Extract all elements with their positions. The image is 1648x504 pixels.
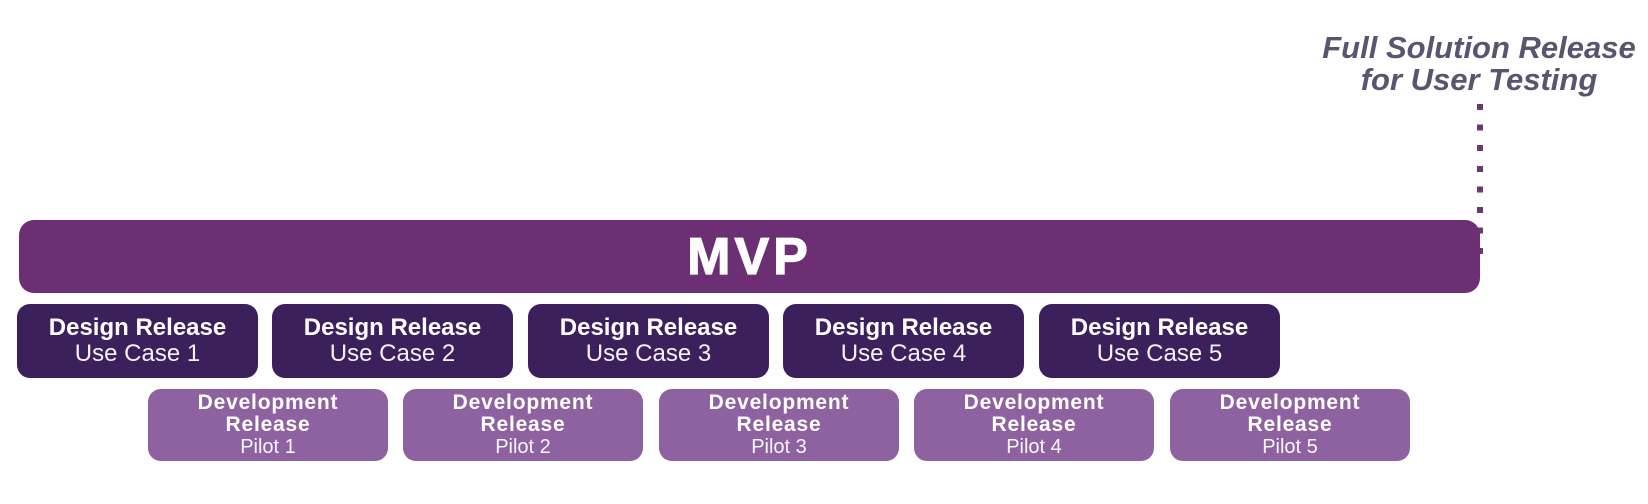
design-release-subtitle: Use Case 2 bbox=[329, 340, 456, 367]
development-release-title-line1: Development bbox=[708, 390, 850, 414]
annotation-line-2: for User Testing bbox=[1360, 62, 1598, 97]
full-solution-release-annotation: Full Solution Release for User Testing bbox=[1229, 32, 1648, 96]
design-release-subtitle: Use Case 4 bbox=[840, 340, 967, 367]
design-release-title: Design Release bbox=[814, 314, 993, 341]
release-milestone-dotted-line bbox=[1477, 104, 1483, 262]
design-release-subtitle: Use Case 5 bbox=[1096, 340, 1223, 367]
design-release-box-1: Design Release Use Case 1 bbox=[17, 304, 258, 378]
development-release-subtitle: Pilot 3 bbox=[751, 435, 807, 458]
development-release-box-3: Development Release Pilot 3 bbox=[659, 389, 899, 461]
design-release-title: Design Release bbox=[303, 314, 482, 341]
development-release-box-4: Development Release Pilot 4 bbox=[914, 389, 1154, 461]
design-release-title: Design Release bbox=[1070, 314, 1249, 341]
development-release-title-line1: Development bbox=[963, 390, 1105, 414]
development-release-title-line1: Development bbox=[197, 390, 339, 414]
design-release-title: Design Release bbox=[559, 314, 738, 341]
development-release-title-line2: Release bbox=[480, 412, 566, 436]
development-release-subtitle: Pilot 1 bbox=[240, 435, 296, 458]
design-release-box-4: Design Release Use Case 4 bbox=[783, 304, 1024, 378]
development-release-subtitle: Pilot 4 bbox=[1006, 435, 1062, 458]
design-release-box-5: Design Release Use Case 5 bbox=[1039, 304, 1280, 378]
design-release-subtitle: Use Case 1 bbox=[74, 340, 201, 367]
mvp-label: MVP bbox=[687, 227, 812, 286]
design-release-subtitle: Use Case 3 bbox=[585, 340, 712, 367]
design-release-box-3: Design Release Use Case 3 bbox=[528, 304, 769, 378]
development-release-title-line2: Release bbox=[991, 412, 1077, 436]
development-release-subtitle: Pilot 5 bbox=[1262, 435, 1318, 458]
development-release-box-2: Development Release Pilot 2 bbox=[403, 389, 643, 461]
mvp-bar: MVP bbox=[19, 220, 1480, 293]
development-release-title-line2: Release bbox=[736, 412, 822, 436]
design-release-box-2: Design Release Use Case 2 bbox=[272, 304, 513, 378]
development-release-title-line2: Release bbox=[1247, 412, 1333, 436]
development-release-box-5: Development Release Pilot 5 bbox=[1170, 389, 1410, 461]
annotation-line-1: Full Solution Release bbox=[1322, 30, 1636, 65]
development-release-title-line1: Development bbox=[452, 390, 594, 414]
development-release-subtitle: Pilot 2 bbox=[495, 435, 551, 458]
development-release-title-line2: Release bbox=[225, 412, 311, 436]
development-release-box-1: Development Release Pilot 1 bbox=[148, 389, 388, 461]
design-release-title: Design Release bbox=[48, 314, 227, 341]
development-release-title-line1: Development bbox=[1219, 390, 1361, 414]
